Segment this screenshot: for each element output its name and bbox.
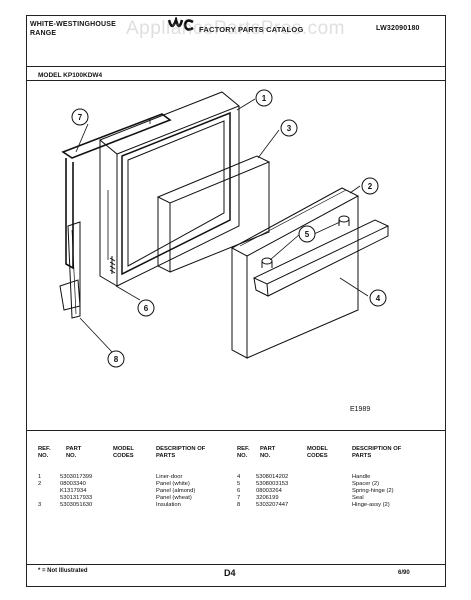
col-header-ref: REF. NO. — [38, 446, 51, 459]
brand-logo — [168, 17, 194, 31]
part-number-cell: 08003340 — [60, 481, 86, 487]
part-number-cell: 5303017399 — [60, 474, 93, 480]
ref-cell: 7 — [237, 495, 241, 501]
hinge-assembly-part — [59, 221, 81, 319]
callout-circle — [137, 299, 155, 317]
callout-circle — [369, 289, 387, 307]
table-top-divider — [26, 430, 446, 431]
part-number-cell: 5308003153 — [256, 481, 289, 487]
ref-cell: 5 — [237, 481, 241, 487]
callout-circle — [280, 119, 298, 137]
description-cell: Seal — [352, 495, 364, 501]
leader-line — [349, 185, 361, 194]
callout-circle — [361, 177, 379, 195]
model-label: MODEL KP100KDW4 — [38, 72, 103, 79]
col-header-part: PART NO. — [260, 446, 276, 459]
callout-circle — [107, 350, 125, 368]
page-number: D4 — [224, 568, 236, 578]
leader-line — [115, 285, 141, 301]
col-header-desc: DESCRIPTION OF PARTS — [352, 446, 402, 459]
part-number-cell: 08003264 — [256, 488, 282, 494]
door-handle-part — [252, 219, 390, 297]
model-divider — [26, 80, 446, 81]
catalog-page-frame — [26, 15, 446, 587]
callout-label: 3 — [287, 124, 292, 133]
footnote: * = Not Illustrated — [38, 568, 88, 574]
description-cell: Panel (wheat) — [156, 495, 192, 501]
leader-line — [79, 317, 113, 353]
product-type: RANGE — [30, 30, 57, 37]
callout-circle — [71, 108, 89, 126]
exploded-parts-diagram: 1 2 3 4 5 6 7 8 — [59, 89, 390, 368]
callout-circle — [255, 89, 273, 107]
col-header-model: MODEL CODES — [113, 446, 134, 459]
footer-divider — [26, 564, 446, 565]
callout-label: 4 — [376, 294, 381, 303]
leader-line — [339, 277, 369, 297]
ref-cell: 3 — [38, 502, 42, 508]
issue-date: 6/90 — [398, 570, 410, 576]
callout-label: 8 — [114, 355, 119, 364]
leader-line — [75, 123, 89, 153]
part-number-cell: 5308014202 — [256, 474, 289, 480]
header-divider — [26, 66, 446, 67]
part-number-cell: 3206199 — [256, 495, 279, 501]
ref-cell: 1 — [38, 474, 42, 480]
col-header-desc: DESCRIPTION OF PARTS — [156, 446, 206, 459]
description-cell: Panel (white) — [156, 481, 190, 487]
part-number-cell: 5303207447 — [256, 502, 289, 508]
spacer-part — [261, 215, 350, 268]
description-cell: Spring-hinge (2) — [352, 488, 394, 494]
part-number-cell: 5303051630 — [60, 502, 93, 508]
description-cell: Insulation — [156, 502, 181, 508]
leader-line — [269, 221, 341, 261]
hinge-spring-part — [109, 256, 116, 274]
description-cell: Spacer (2) — [352, 481, 380, 487]
description-cell: Panel (almond) — [156, 488, 196, 494]
ref-cell: 8 — [237, 502, 241, 508]
insulation-part — [156, 155, 271, 273]
callout-label: 1 — [262, 94, 267, 103]
part-number-cell: K1317934 — [60, 488, 87, 494]
description-cell: Handle — [352, 474, 371, 480]
callout-label: 7 — [78, 113, 83, 122]
col-header-part: PART NO. — [66, 446, 82, 459]
col-header-ref: REF. NO. — [237, 446, 250, 459]
part-number-cell: 5301317933 — [60, 495, 93, 501]
figure-id: E1989 — [350, 406, 371, 413]
callout-label: 6 — [144, 304, 149, 313]
col-header-model: MODEL CODES — [307, 446, 328, 459]
leader-line — [236, 98, 256, 111]
ref-cell: 4 — [237, 474, 241, 480]
ref-cell: 2 — [38, 481, 42, 487]
description-cell: Hinge-assy (2) — [352, 502, 390, 508]
callout-label: 5 — [305, 230, 310, 239]
catalog-title: FACTORY PARTS CATALOG — [199, 25, 304, 34]
brand-name: WHITE-WESTINGHOUSE — [30, 21, 117, 28]
callout-circle — [298, 225, 316, 243]
ref-cell: 6 — [237, 488, 241, 494]
leader-line — [257, 129, 280, 159]
callout-label: 2 — [368, 182, 373, 191]
description-cell: Liner-door — [156, 474, 183, 480]
catalog-number: LW32090180 — [376, 25, 420, 32]
outer-door-panel-part — [230, 187, 360, 359]
